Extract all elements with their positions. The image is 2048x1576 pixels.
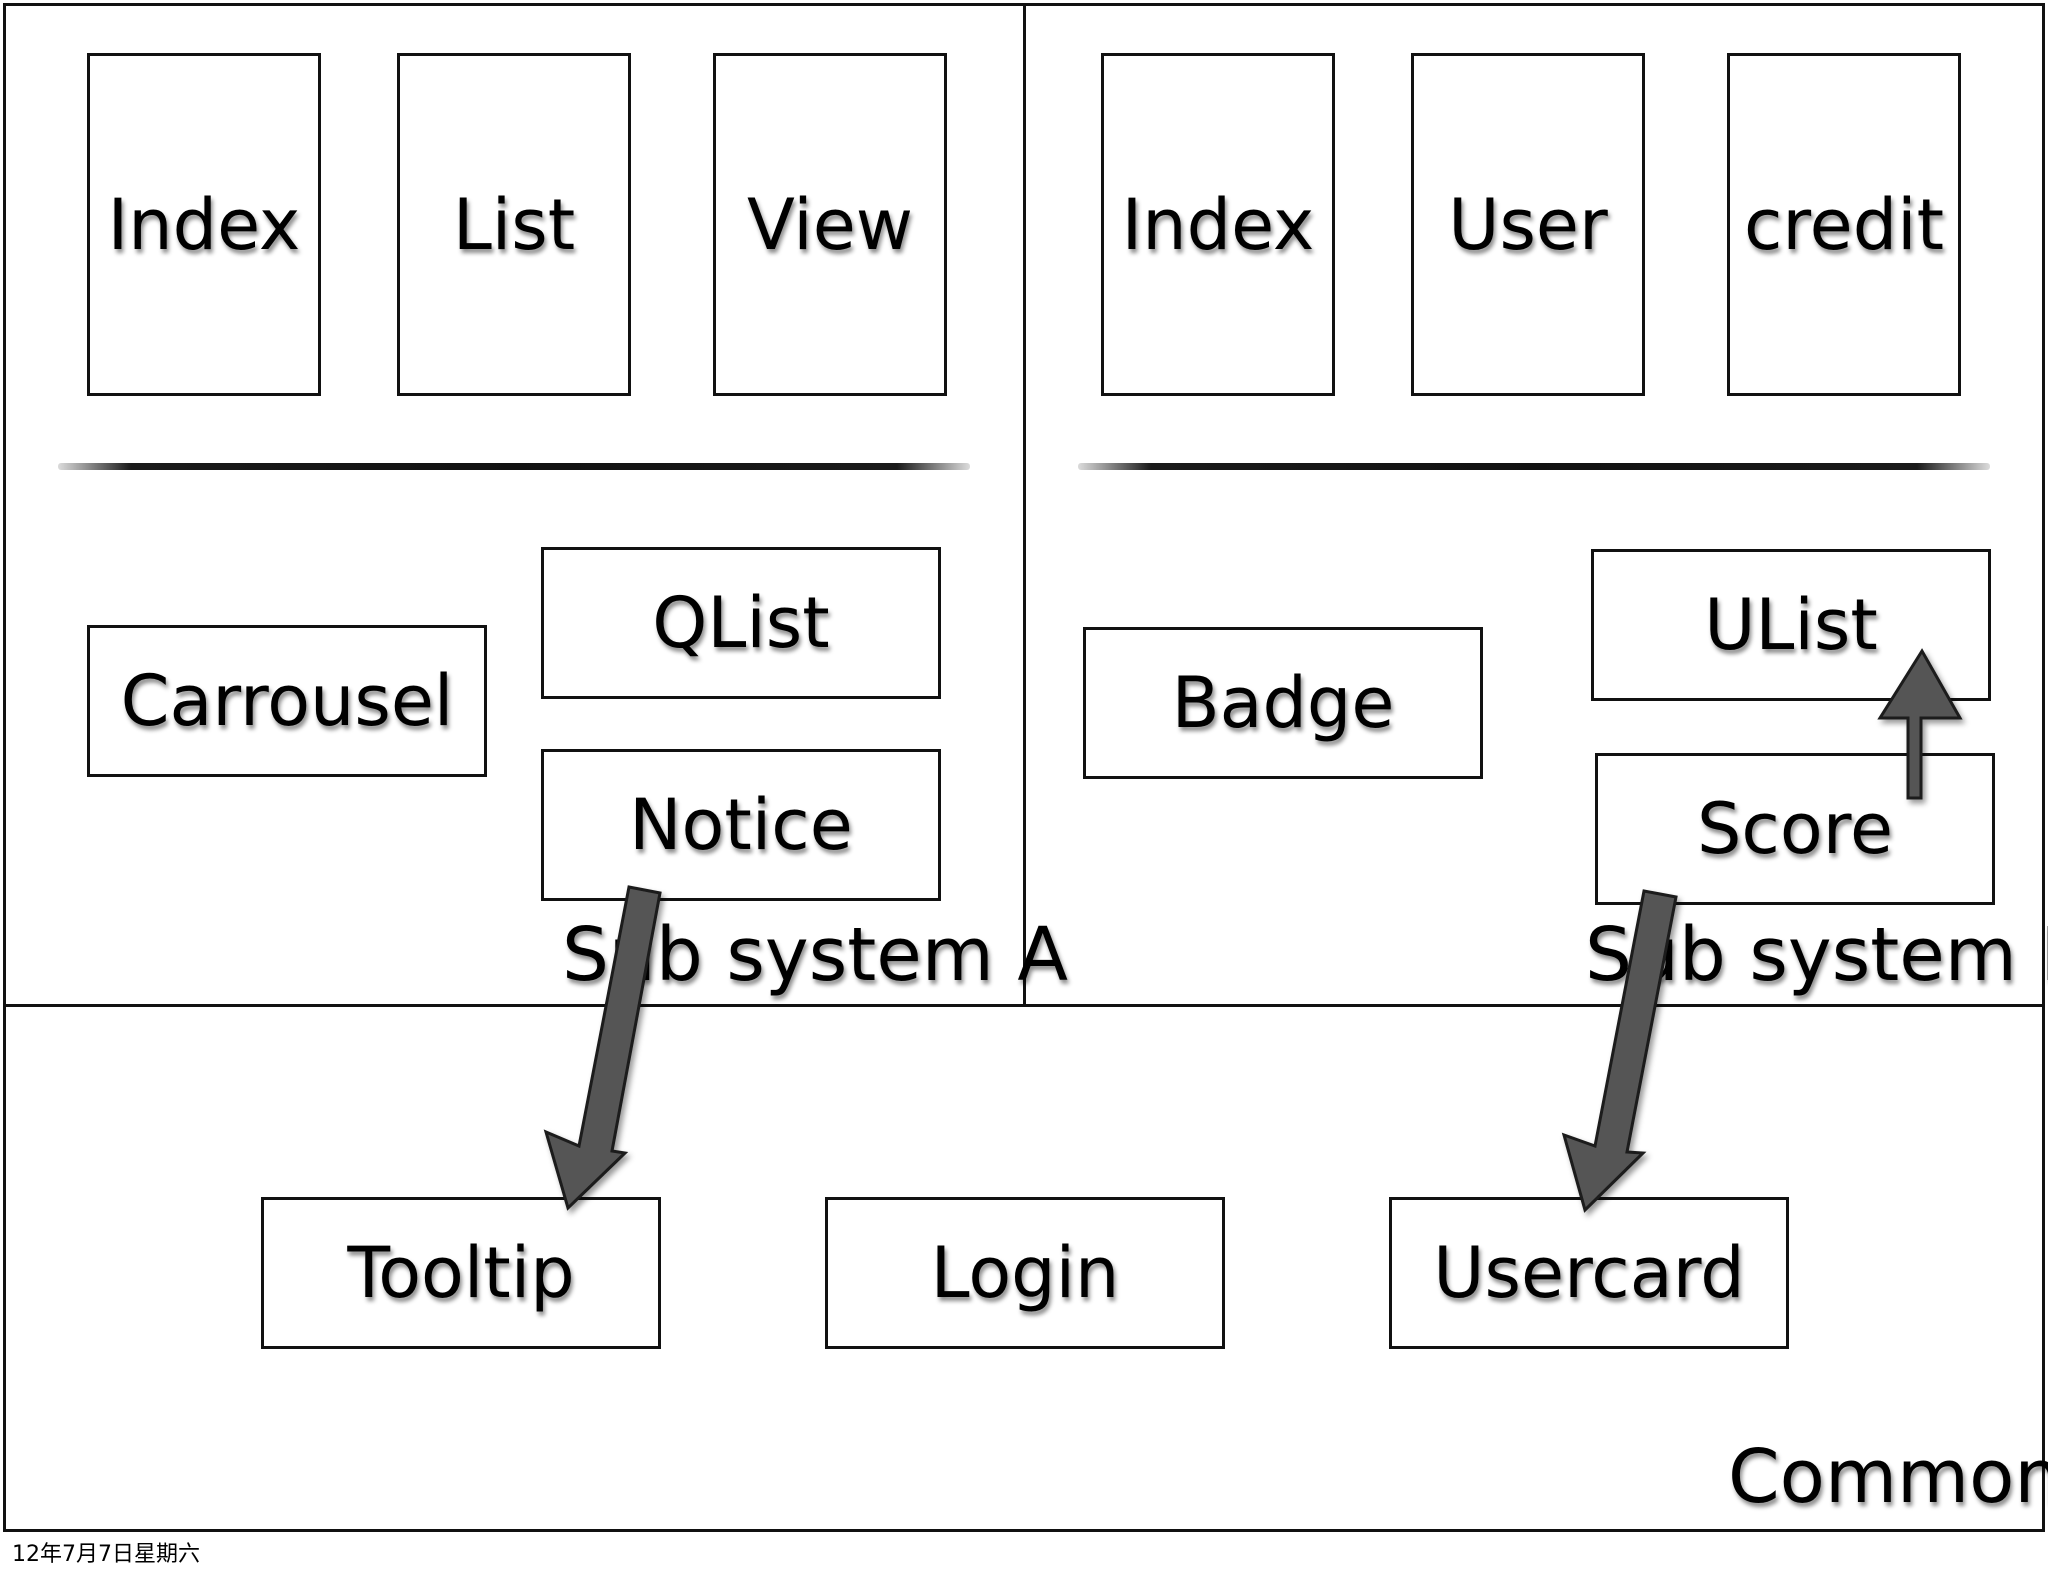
architecture-slide: Index List View Carrousel QList Notice S… [3, 3, 2048, 1532]
tooltip-module: Tooltip [261, 1197, 661, 1349]
subsystem-b-page-user: User [1411, 53, 1645, 396]
usercard-module: Usercard [1389, 1197, 1789, 1349]
login-module: Login [825, 1197, 1225, 1349]
subsystem-a-label: Sub system A [562, 912, 1069, 998]
subsystem-a-page-view: View [713, 53, 947, 396]
subsystem-b-label: Sub system B [1585, 912, 2048, 998]
subsystem-b-page-credit: credit [1727, 53, 1961, 396]
score-module: Score [1595, 753, 1995, 905]
badge-module: Badge [1083, 627, 1483, 779]
subsystem-b-divider [1078, 463, 1990, 470]
common-frame [3, 1004, 2045, 1532]
ulist-module: UList [1591, 549, 1991, 701]
subsystem-a-divider [58, 463, 970, 470]
slide-date-footer: 12年7月7日星期六 [12, 1542, 200, 1567]
qlist-module: QList [541, 547, 941, 699]
subsystem-a-page-index: Index [87, 53, 321, 396]
common-label: Common [1728, 1434, 2048, 1520]
notice-module: Notice [541, 749, 941, 901]
subsystem-a-page-list: List [397, 53, 631, 396]
subsystem-b-page-index: Index [1101, 53, 1335, 396]
carrousel-module: Carrousel [87, 625, 487, 777]
